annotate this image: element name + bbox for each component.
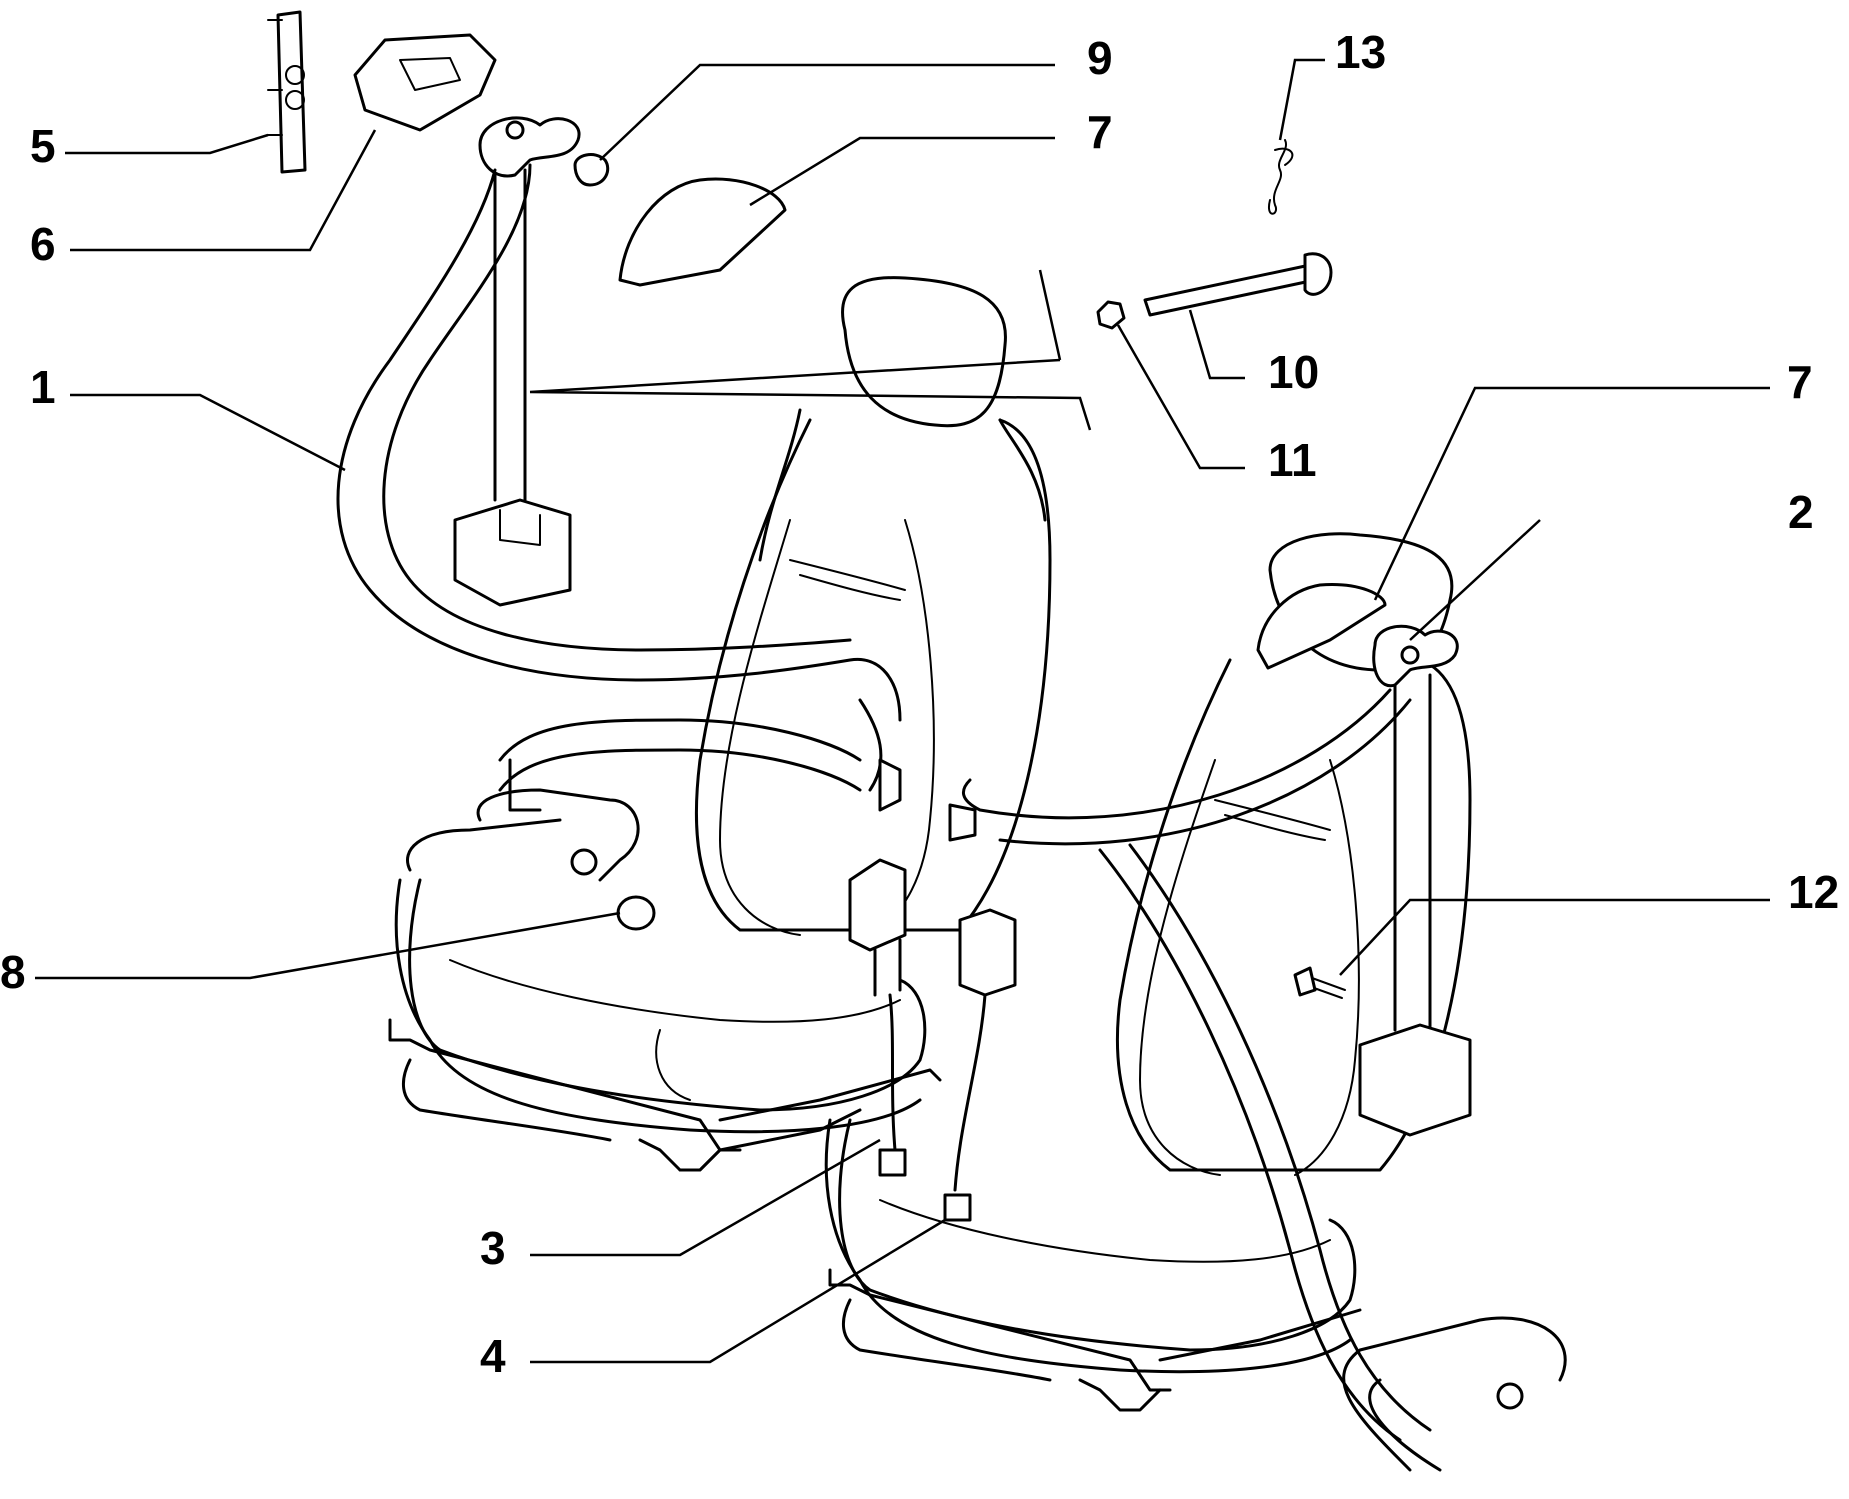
callout-4: 4: [480, 1330, 506, 1382]
right-seat: [824, 532, 1472, 1412]
right-seat-belt-assembly: [943, 624, 1567, 1472]
callout-9: 9: [1087, 32, 1113, 84]
callout-6: 6: [30, 218, 56, 270]
callout-13: 13: [1335, 26, 1386, 78]
callout-7-top: 7: [1087, 106, 1113, 158]
callout-8: 8: [0, 946, 26, 998]
callout-5: 5: [30, 120, 56, 172]
left-seat-belt-assembly: [336, 116, 907, 1177]
callout-3: 3: [480, 1222, 506, 1274]
callout-12: 12: [1788, 866, 1839, 918]
callout-7-right: 7: [1787, 356, 1813, 408]
callout-11: 11: [1268, 434, 1317, 486]
callout-10: 10: [1268, 346, 1319, 398]
small-parts: [267, 10, 1387, 670]
callout-labels: 1 2 3 4 5 6 7 7 8 9 10 11 12 13: [0, 26, 1839, 1382]
left-seat: [388, 276, 1052, 1172]
callout-2: 2: [1788, 486, 1814, 538]
callout-1: 1: [30, 361, 56, 413]
leader-lines: [35, 58, 1770, 1364]
